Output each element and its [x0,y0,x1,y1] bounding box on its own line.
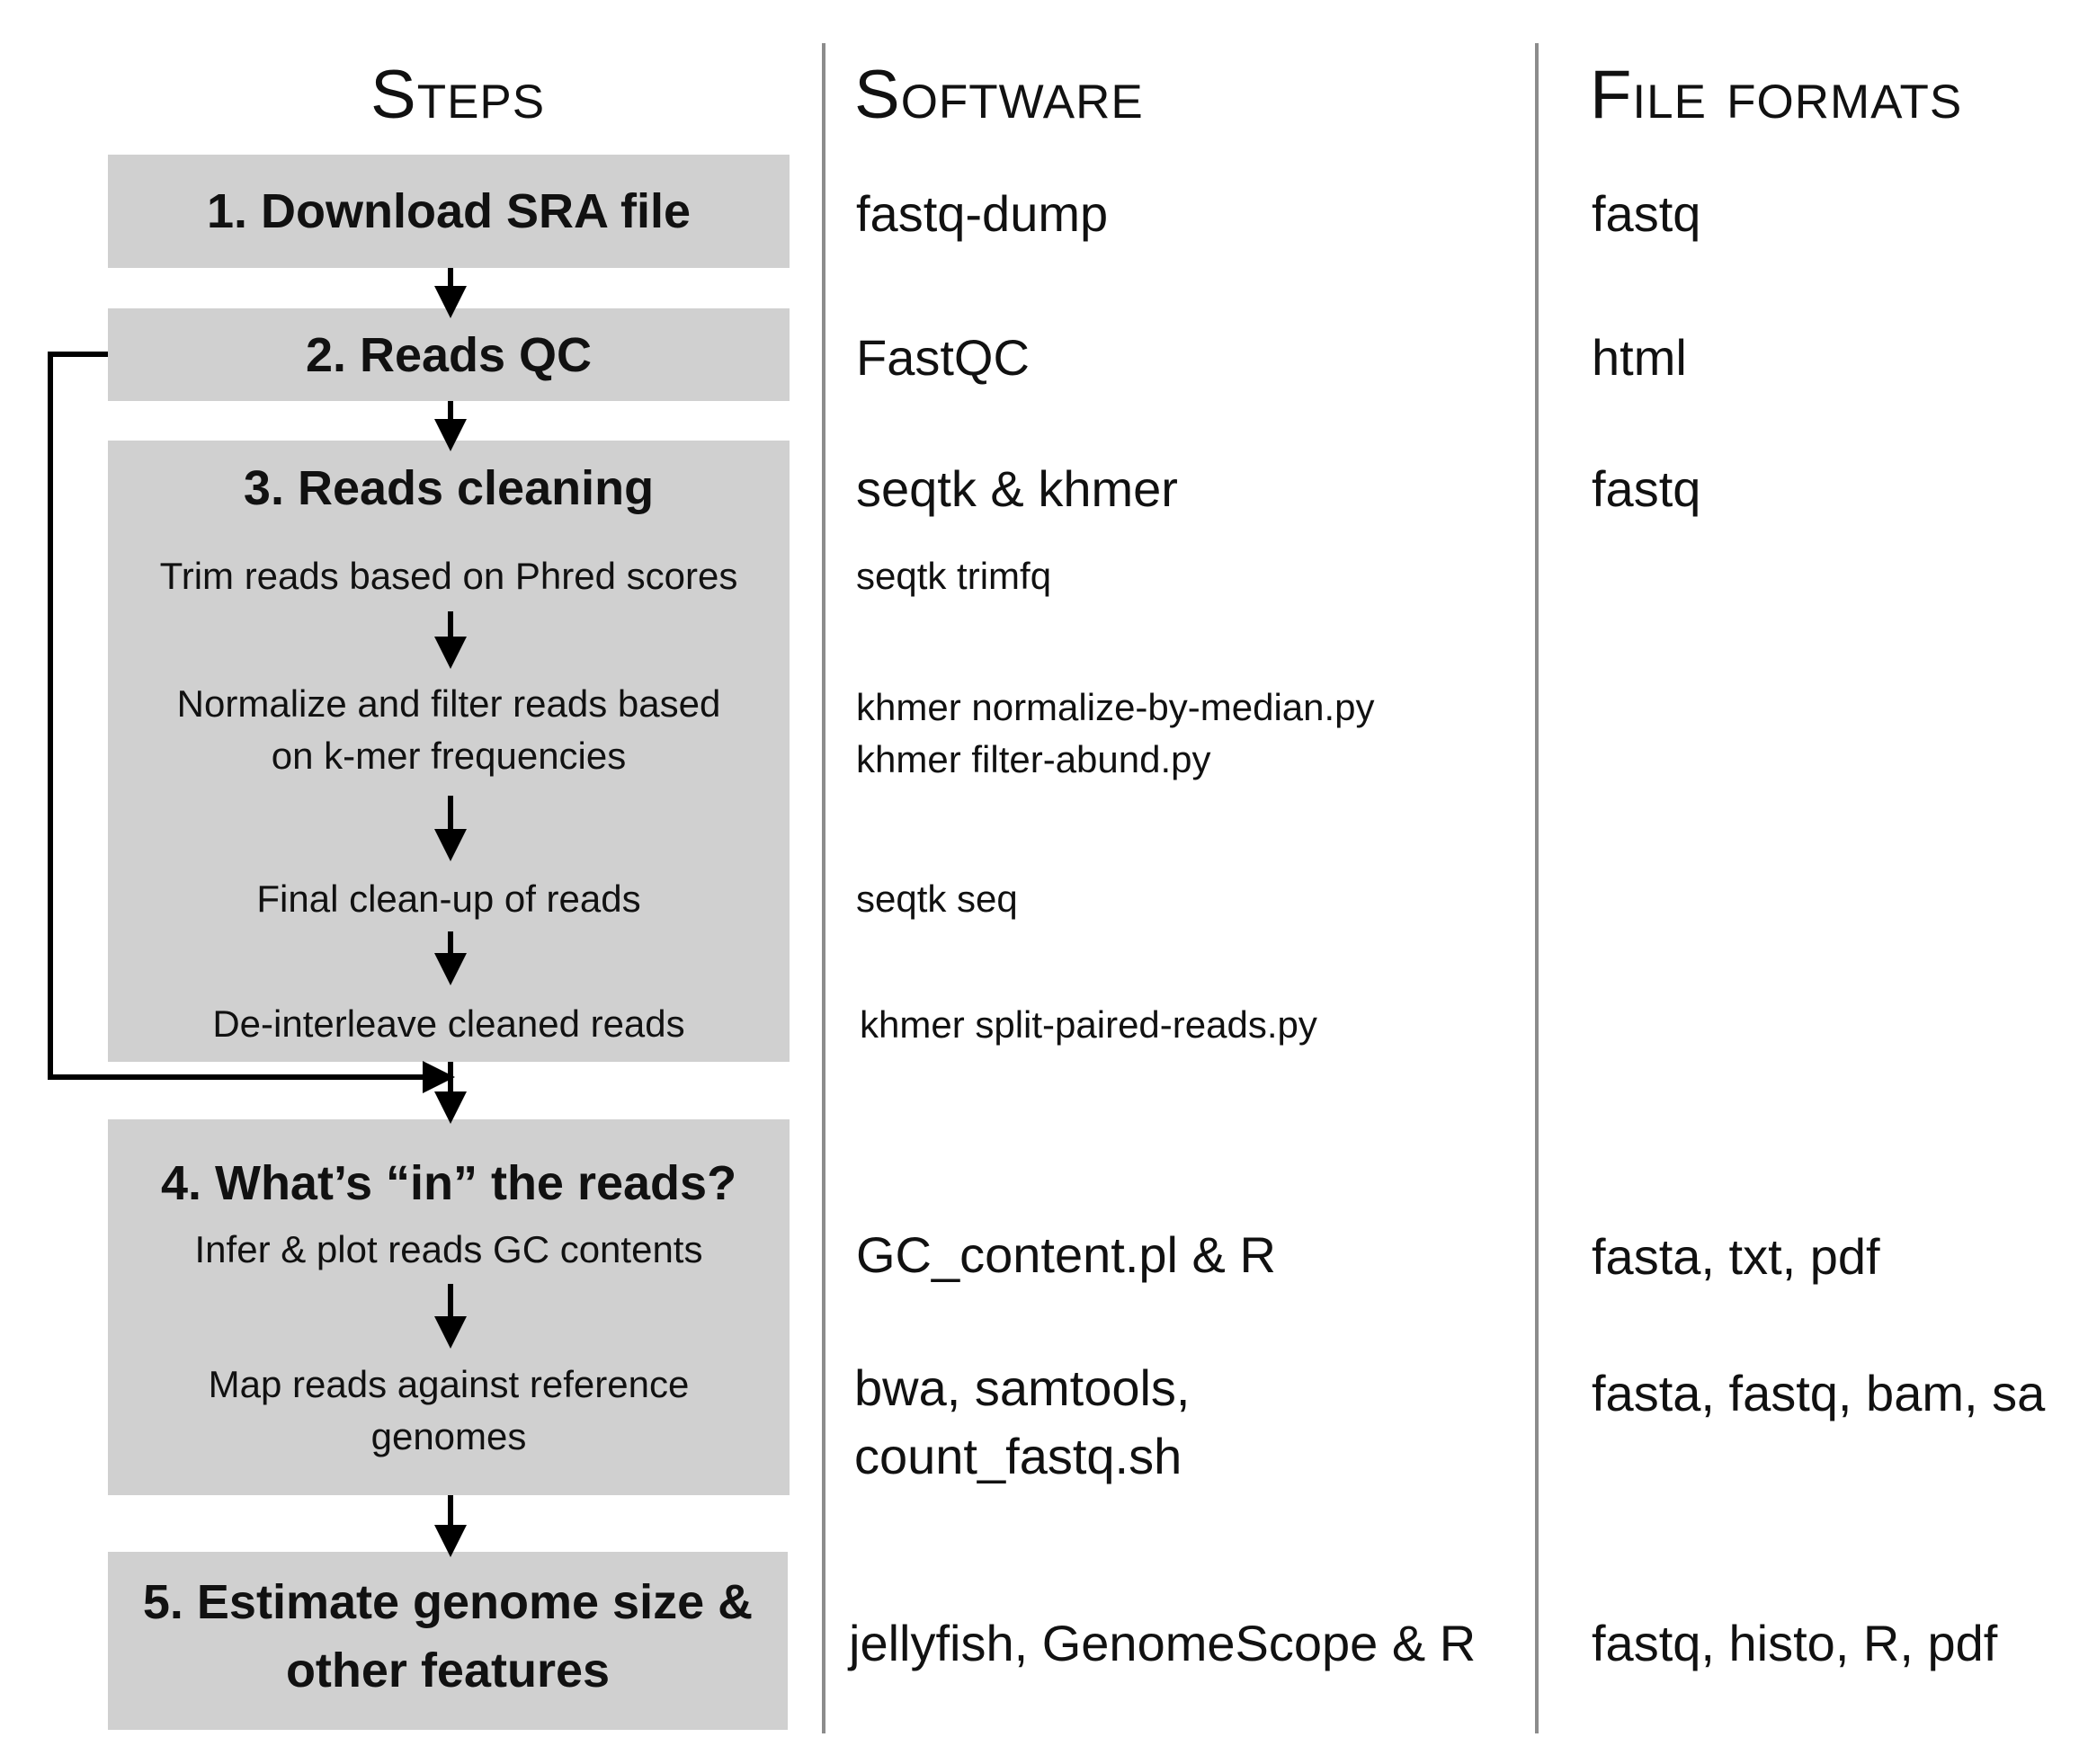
column-divider-right [1535,43,1539,1733]
column-divider-left [822,43,825,1733]
software-step-3-normalize-line1: khmer normalize-by-median.py [856,686,1375,728]
software-step-3-trim: seqtk trimfq [856,555,1052,597]
file-formats-header: File formats [1590,57,1963,133]
software-step-3-cleanup: seqtk seq [856,878,1018,920]
step-4-title: 4. What’s “in” the reads? [160,1156,737,1210]
software-step-3: seqtk & khmer [856,460,1178,517]
format-step-4-gc: fasta, txt, pdf [1592,1228,1880,1285]
software-step-1: fastq-dump [856,185,1109,242]
step-4-sub-map-line1: Map reads against reference [208,1363,690,1405]
format-step-5: fastq, histo, R, pdf [1592,1615,1998,1671]
step-4-sub-gc: Infer & plot reads GC contents [194,1228,703,1270]
step-3-sub-normalize-line1: Normalize and filter reads based [176,682,721,725]
step-5-title-line2: other features [285,1644,611,1697]
step-3-sub-normalize-line2: on k-mer frequencies [271,735,627,777]
step-2-title: 2. Reads QC [305,328,593,382]
step-2-box: 2. Reads QC [108,308,790,401]
software-step-3-normalize-line2: khmer filter-abund.py [856,738,1211,780]
step-5-box: 5. Estimate genome size & other features [108,1552,788,1730]
format-step-3: fastq [1592,460,1701,517]
software-step-5: jellyfish, GenomeScope & R [849,1615,1477,1671]
steps-header: Steps [370,57,546,133]
software-step-3-deinterleave: khmer split-paired-reads.py [860,1003,1317,1046]
format-step-2: html [1592,329,1687,386]
step-3-sub-cleanup: Final clean-up of reads [256,878,641,920]
step-3-sub-trim: Trim reads based on Phred scores [159,555,738,597]
software-step-4-gc: GC_content.pl & R [856,1226,1276,1283]
step-1-box: 1. Download SRA file [108,155,790,268]
step-1-title: 1. Download SRA file [206,184,692,238]
format-step-4-map: fasta, fastq, bam, sa [1592,1365,2046,1421]
software-step-4-map-line2: count_fastq.sh [854,1428,1182,1484]
format-step-1: fastq [1592,185,1701,242]
software-header: Software [854,57,1144,133]
software-step-4-map-line1: bwa, samtools, [854,1359,1191,1416]
step-4-box: 4. What’s “in” the reads? Infer & plot r… [108,1119,790,1495]
step-4-sub-map-line2: genomes [370,1415,527,1457]
step-5-title-line1: 5. Estimate genome size & [142,1575,754,1629]
software-step-2: FastQC [856,329,1030,386]
step-3-title: 3. Reads cleaning [243,461,655,515]
step-3-sub-deinterleave: De-interleave cleaned reads [212,1002,685,1045]
bypass-connector [48,352,455,1093]
